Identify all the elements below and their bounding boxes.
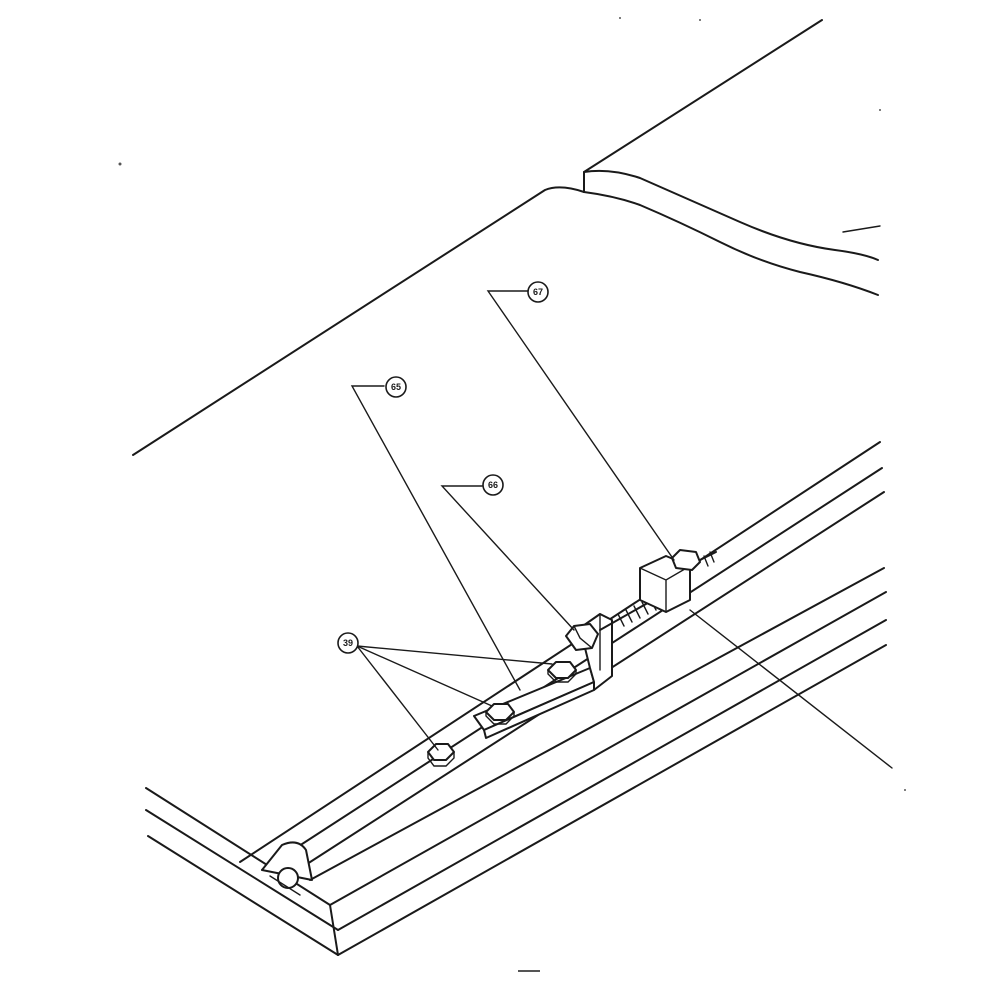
bolt-66 [565, 595, 661, 651]
callout-67: 67 [527, 281, 549, 303]
callout-66: 66 [482, 474, 504, 496]
callout-39: 39 [337, 632, 359, 654]
callout-67-label: 67 [533, 287, 543, 297]
callout-65: 65 [385, 376, 407, 398]
upper-panel [132, 19, 881, 456]
callout-39-label: 39 [343, 638, 353, 648]
hex-nut-39b [485, 703, 515, 725]
callout-66-label: 66 [488, 480, 498, 490]
callout-65-label: 65 [391, 382, 401, 392]
scan-specks [118, 17, 906, 972]
hex-nut-39a [427, 743, 455, 767]
hex-nut-39c [547, 661, 577, 683]
channel-profile [261, 841, 313, 896]
clamp-block-67 [639, 549, 717, 613]
leader-lines [350, 290, 893, 769]
